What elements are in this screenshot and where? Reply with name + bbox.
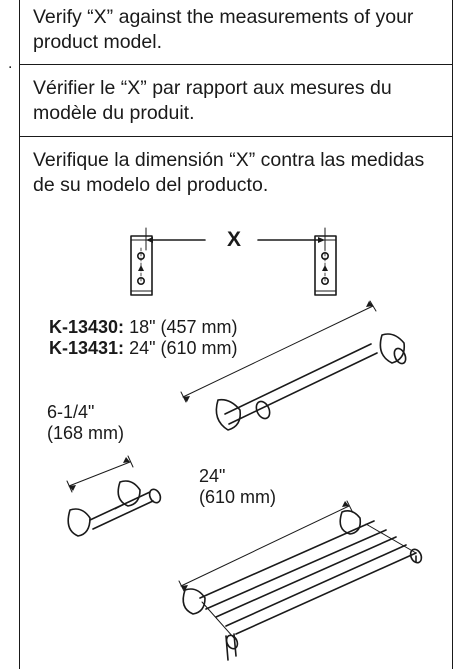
instruction-spanish: Verifique la dimensión “X” contra las me… — [33, 149, 425, 196]
model-k13430: K-13430: 18" (457 mm) — [49, 317, 238, 337]
tissue-holder-illustration — [66, 455, 162, 537]
towel-bar-illustration — [180, 300, 407, 431]
towel-shelf-size: 24" (610 mm) — [199, 466, 277, 507]
instruction-panel: Verify “X” against the measurements of y… — [19, 0, 453, 669]
tissue-holder-size: 6-1/4" (168 mm) — [47, 402, 125, 443]
divider-1 — [20, 64, 452, 65]
towel-shelf-illustration — [178, 500, 423, 661]
instruction-french: Vérifier le “X” par rapport aux mesures … — [33, 77, 392, 124]
left-mounting-bracket-icon — [130, 235, 153, 296]
x-dimension-line — [145, 227, 326, 251]
edge-mark: . — [8, 55, 13, 72]
towel-bar-sizes: K-13430: 18" (457 mm) K-13431: 24" (610 … — [49, 317, 237, 359]
model-k13431: K-13431: 24" (610 mm) — [49, 338, 238, 358]
product-illustration — [66, 227, 423, 661]
x-dimension-label: X — [227, 228, 242, 251]
divider-2 — [20, 136, 452, 137]
instruction-english: Verify “X” against the measurements of y… — [33, 6, 414, 53]
